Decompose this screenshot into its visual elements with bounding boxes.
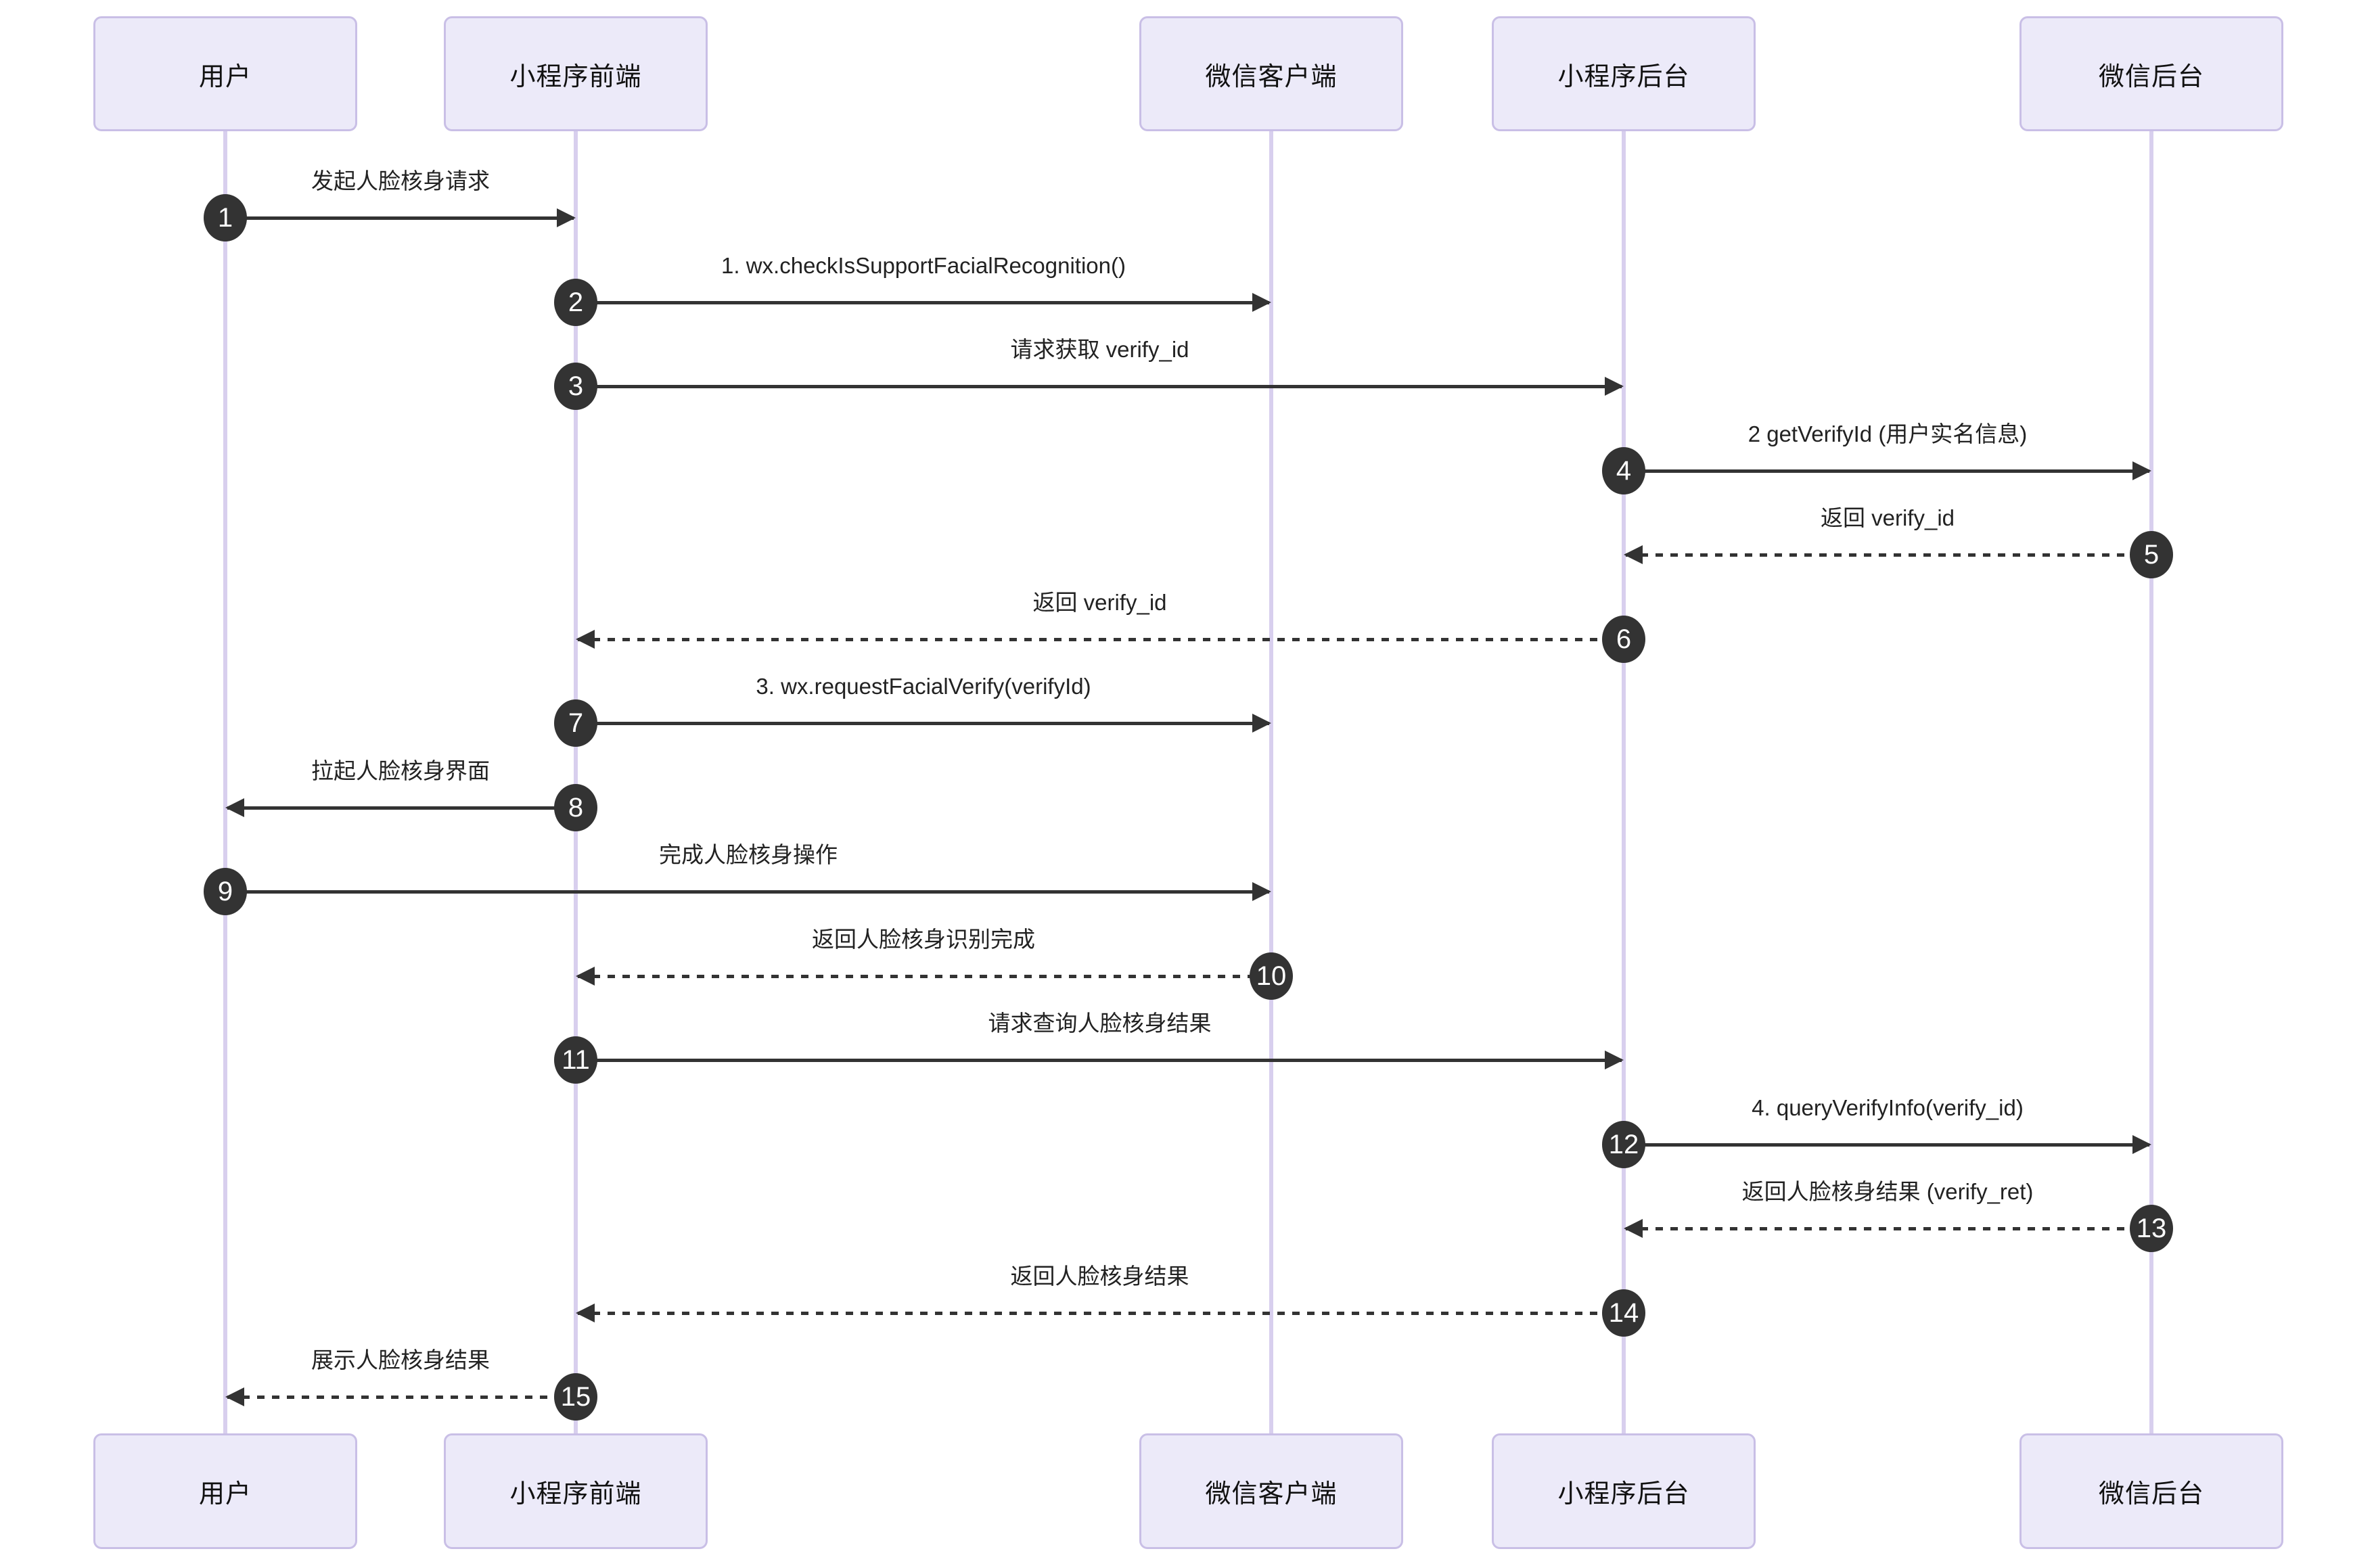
sequence-number-badge: 7 <box>554 699 597 747</box>
sequence-number-badge: 8 <box>554 784 597 831</box>
actor-label: 小程序后台 <box>1557 1480 1690 1508</box>
sequence-number-badge: 10 <box>1250 952 1293 1000</box>
message-line <box>578 301 1269 304</box>
message-arrowhead <box>2132 1135 2151 1154</box>
message-label: 2 getVerifyId (用户实名信息) <box>1748 421 2028 446</box>
message-line <box>578 975 1269 978</box>
message-label: 1. wx.checkIsSupportFacialRecognition() <box>721 253 1126 278</box>
sequence-number-badge: 3 <box>554 363 597 410</box>
sequence-number-badge: 9 <box>204 868 247 915</box>
message-line <box>227 216 574 220</box>
message-arrowhead <box>225 1387 244 1406</box>
message-line <box>578 722 1269 725</box>
actor-label: 小程序前端 <box>509 1480 642 1508</box>
message-arrowhead <box>1252 882 1271 901</box>
message-line <box>578 1059 1622 1062</box>
sequence-number-badge: 11 <box>554 1036 597 1084</box>
message-arrowhead <box>576 1304 595 1322</box>
lifeline-mini-frontend <box>574 131 578 1433</box>
message-arrowhead <box>1624 545 1643 564</box>
sequence-number-badge: 5 <box>2130 531 2173 578</box>
message-label: 返回人脸核身识别完成 <box>812 927 1035 952</box>
lifeline-wechat-backend <box>2149 131 2153 1433</box>
message-arrowhead <box>2132 461 2151 480</box>
actor-label: 用户 <box>198 62 252 91</box>
sequence-number-badge: 15 <box>554 1373 597 1421</box>
message-arrowhead <box>1605 1051 1624 1069</box>
message-label: 完成人脸核身操作 <box>659 842 838 867</box>
message-line <box>227 806 574 810</box>
message-label: 展示人脸核身结果 <box>311 1347 490 1373</box>
actor-label: 微信客户端 <box>1205 1480 1338 1508</box>
actor-label: 用户 <box>198 1480 252 1508</box>
sequence-number-badge: 13 <box>2130 1205 2173 1252</box>
message-line <box>578 385 1622 388</box>
actor-label: 小程序前端 <box>509 62 642 91</box>
sequence-number-badge: 6 <box>1602 616 1645 663</box>
message-label: 返回人脸核身结果 (verify_ret) <box>1741 1179 2034 1204</box>
actor-top-user: 用户 <box>93 16 357 131</box>
message-line <box>227 1396 574 1399</box>
message-arrowhead <box>576 630 595 649</box>
actor-label: 小程序后台 <box>1557 62 1690 91</box>
message-line <box>227 890 1269 894</box>
message-label: 发起人脸核身请求 <box>311 168 490 193</box>
message-label: 返回 verify_id <box>1032 590 1167 615</box>
actor-bottom-wechat-client: 微信客户端 <box>1139 1433 1403 1549</box>
sequence-number-badge: 4 <box>1602 447 1645 494</box>
message-label: 拉起人脸核身界面 <box>311 758 490 783</box>
message-arrowhead <box>1252 714 1271 733</box>
message-label: 请求查询人脸核身结果 <box>988 1011 1212 1036</box>
actor-label: 微信客户端 <box>1205 62 1338 91</box>
message-arrowhead <box>1605 377 1624 396</box>
message-arrowhead <box>1624 1219 1643 1238</box>
message-arrowhead <box>576 967 595 986</box>
message-label: 返回人脸核身结果 <box>1010 1264 1189 1289</box>
actor-top-mini-backend: 小程序后台 <box>1492 16 1756 131</box>
sequence-number-badge: 2 <box>554 279 597 326</box>
lifeline-mini-backend <box>1622 131 1626 1433</box>
actor-bottom-wechat-backend: 微信后台 <box>2019 1433 2283 1549</box>
message-line <box>1626 553 2149 557</box>
message-line <box>578 1312 1622 1315</box>
sequence-number-badge: 1 <box>204 194 247 241</box>
message-line <box>1626 1227 2149 1230</box>
message-line <box>1626 1143 2149 1147</box>
sequence-number-badge: 14 <box>1602 1289 1645 1337</box>
lifeline-wechat-client <box>1269 131 1273 1433</box>
lifeline-user <box>223 131 227 1433</box>
actor-bottom-user: 用户 <box>93 1433 357 1549</box>
sequence-number-badge: 12 <box>1602 1121 1645 1168</box>
actor-label: 微信后台 <box>2098 1480 2204 1508</box>
message-arrowhead <box>557 208 576 227</box>
actor-top-wechat-client: 微信客户端 <box>1139 16 1403 131</box>
actor-top-wechat-backend: 微信后台 <box>2019 16 2283 131</box>
actor-top-mini-frontend: 小程序前端 <box>444 16 708 131</box>
actor-label: 微信后台 <box>2098 62 2204 91</box>
message-line <box>578 638 1622 641</box>
actor-bottom-mini-frontend: 小程序前端 <box>444 1433 708 1549</box>
message-arrowhead <box>1252 293 1271 312</box>
message-label: 3. wx.requestFacialVerify(verifyId) <box>756 674 1091 699</box>
message-arrowhead <box>225 798 244 817</box>
message-label: 请求获取 verify_id <box>1010 337 1189 362</box>
actor-bottom-mini-backend: 小程序后台 <box>1492 1433 1756 1549</box>
message-label: 返回 verify_id <box>1820 505 1955 530</box>
message-line <box>1626 469 2149 473</box>
message-label: 4. queryVerifyInfo(verify_id) <box>1752 1095 2024 1120</box>
